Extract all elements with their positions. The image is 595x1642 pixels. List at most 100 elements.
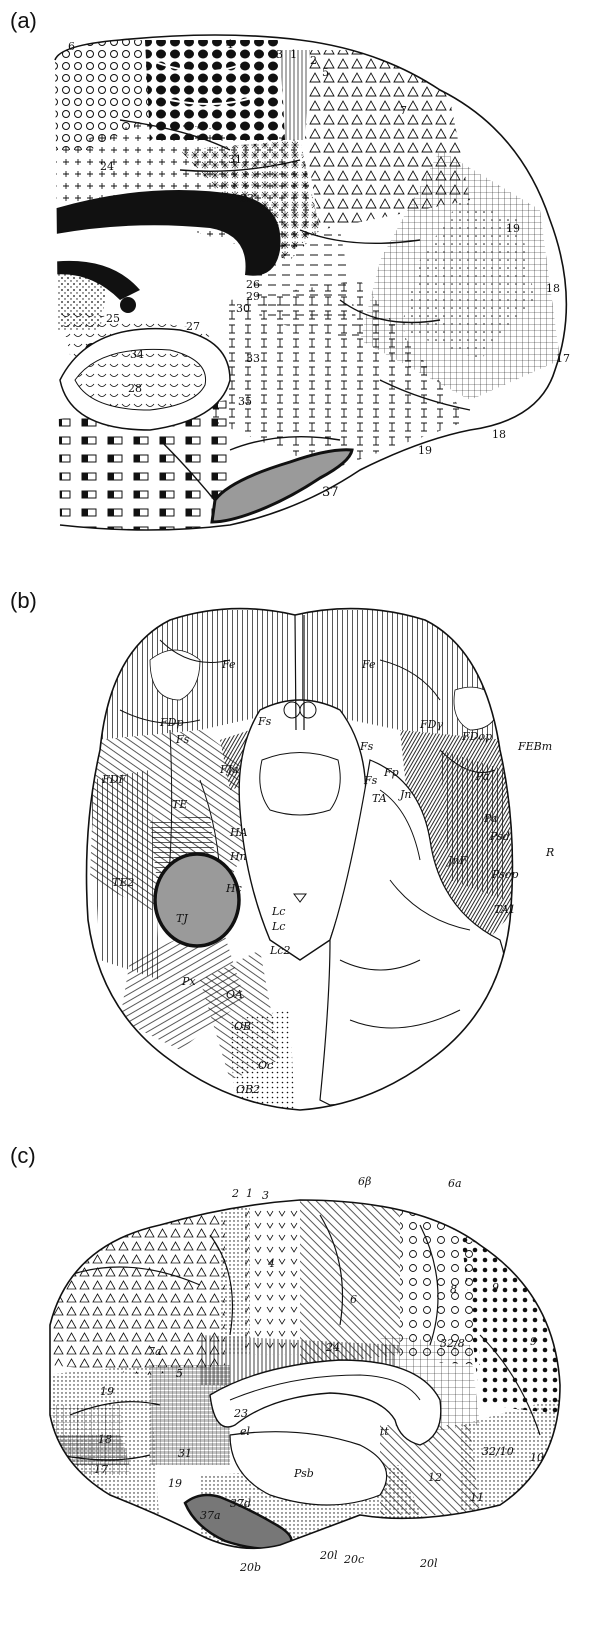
label-31-c: 31	[178, 1447, 192, 1460]
label-17: 17	[556, 352, 570, 365]
label-20c: 20c	[343, 1553, 364, 1566]
label-psop: Psop	[491, 868, 518, 881]
label-7a: 7a	[148, 1345, 162, 1358]
label-febm: FEBm	[517, 740, 552, 753]
label-1-c: 1	[246, 1187, 253, 1200]
label-fdf: FDF	[101, 773, 126, 786]
label-6b: 6β	[358, 1175, 371, 1188]
label-8: 8	[450, 1283, 457, 1296]
label-19-bottom: 19	[418, 444, 432, 457]
label-18-c: 18	[98, 1433, 112, 1446]
label-12: 12	[428, 1471, 442, 1484]
label-tt: tt	[380, 1425, 389, 1438]
label-lc-1: Lc	[271, 905, 285, 918]
label-fs-1: Fs	[257, 715, 272, 728]
label-jnf: JnF	[446, 854, 467, 867]
label-hc: Hc	[225, 882, 242, 895]
area-7a-region	[50, 1215, 225, 1375]
label-7: 7	[400, 104, 407, 117]
label-fdp: FDp	[159, 716, 184, 729]
label-fe-right: Fe	[361, 658, 376, 671]
label-ob2: OB2	[236, 1083, 260, 1096]
label-jn: Jn	[398, 788, 412, 801]
label-1: 1	[290, 48, 297, 61]
label-te: TE	[172, 798, 187, 811]
label-19-c-top: 19	[100, 1385, 114, 1398]
label-pa-2: Pa	[483, 812, 497, 825]
area-3-region	[280, 50, 310, 140]
label-oa: OA	[226, 988, 243, 1001]
label-5: 5	[322, 66, 329, 79]
label-te2: TE2	[112, 876, 134, 889]
label-23-c: 23	[233, 1407, 248, 1420]
label-pa-1: Pa	[475, 770, 489, 783]
label-9-a: 9	[492, 1281, 499, 1294]
label-23: 23	[240, 192, 254, 205]
label-fe-left: Fe	[221, 658, 236, 671]
label-34: 34	[130, 348, 144, 361]
label-psb: Psb	[293, 1467, 314, 1480]
label-32-8: 32/8	[440, 1337, 465, 1350]
label-37d: 37d	[230, 1497, 251, 1510]
pons-region	[260, 753, 340, 816]
label-30: 30	[236, 302, 250, 315]
label-6: 6	[68, 40, 75, 53]
label-6a: 6a	[448, 1177, 462, 1190]
label-20l-b: 20l	[419, 1557, 438, 1570]
label-el: el	[240, 1425, 251, 1438]
label-fdy: FDγ	[419, 718, 443, 731]
label-lc-2: Lc	[271, 920, 285, 933]
label-25: 25	[106, 312, 120, 325]
tj-highlight-ellipse	[155, 854, 239, 946]
label-2-c: 2	[231, 1187, 239, 1200]
label-fdop: FDop	[461, 730, 492, 743]
label-10: 10	[530, 1451, 544, 1464]
area-17-region	[55, 1435, 130, 1465]
label-3: 3	[276, 48, 283, 61]
label-9-b: 9	[530, 1335, 537, 1348]
label-fs-4: Fs	[363, 774, 378, 787]
label-4: 4	[226, 38, 233, 51]
area-4-region	[245, 1205, 300, 1355]
te2-left-region	[90, 770, 160, 980]
label-20l-a: 20l	[319, 1549, 338, 1562]
brain-ventral-diagram: Fe Fe FDp FDγ FDF Fs Fs Fs FJa Fs TE HA …	[0, 580, 595, 1120]
brain-medial-diagram: 6 4 3 1 2 5 7 24 31 23 26 29 30 27 33 34…	[0, 0, 595, 560]
label-24: 24	[100, 160, 114, 173]
label-19-top: 19	[506, 222, 520, 235]
optic-nerve-left	[284, 702, 300, 718]
label-24-c: 24	[325, 1341, 340, 1354]
label-18-top: 18	[546, 282, 560, 295]
label-tj: TJ	[176, 912, 188, 925]
label-6-c: 6	[350, 1293, 357, 1306]
label-27: 27	[186, 320, 200, 333]
label-ta1: TA1	[494, 903, 516, 916]
label-fp: Fp	[383, 766, 399, 779]
label-4-c: 4	[267, 1257, 275, 1270]
anterior-commissure	[120, 297, 136, 313]
label-3-c: 3	[262, 1189, 269, 1202]
label-17-c: 17	[94, 1463, 108, 1476]
label-31: 31	[228, 153, 242, 166]
panel-c: (c)	[0, 1135, 595, 1642]
label-ha: HA	[229, 826, 248, 839]
label-oc: Oc	[258, 1059, 273, 1072]
panel-b: (b)	[0, 580, 595, 1120]
panel-a: (a)	[0, 0, 595, 560]
label-37a: 37a	[200, 1509, 221, 1522]
label-37: 37	[322, 485, 339, 500]
label-fs-2: Fs	[175, 733, 190, 746]
label-2: 2	[310, 54, 317, 67]
label-ta: TA	[372, 792, 387, 805]
brain-medial-diagram-c: 2 1 3 6β 6a 4 6 8 9 9 32/8 7a 5 31 23 24…	[0, 1135, 595, 1642]
label-19-c-bottom: 19	[168, 1477, 182, 1490]
label-11: 11	[470, 1491, 484, 1504]
label-35: 35	[238, 395, 252, 408]
label-28: 28	[128, 382, 142, 395]
label-px: Px	[181, 975, 196, 988]
label-18-bottom: 18	[492, 428, 506, 441]
label-psd: Psd	[489, 830, 510, 843]
label-fja: FJa	[219, 763, 239, 776]
label-5: 5	[176, 1367, 183, 1380]
label-32-10: 32/10	[482, 1445, 514, 1458]
